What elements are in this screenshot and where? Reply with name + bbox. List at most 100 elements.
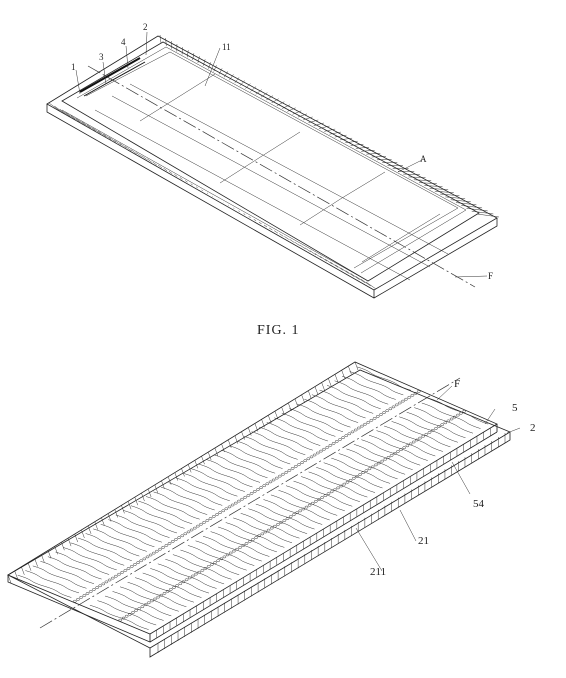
hatched-bands: [48, 34, 500, 290]
fiber-strand: [263, 499, 323, 525]
hatch-mark: [289, 239, 295, 243]
perforation-hole: [459, 411, 463, 415]
perforation-hole: [443, 421, 448, 425]
fiber-strand: [191, 468, 245, 492]
edge-tick: [114, 509, 119, 518]
perforation-hole: [124, 614, 129, 618]
perforation-hole: [213, 561, 217, 564]
perforation-hole: [180, 534, 185, 538]
hatch-mark: [187, 50, 189, 58]
fiber-strand: [145, 496, 200, 520]
hatch-mark: [274, 230, 279, 234]
perforation-hole: [293, 465, 298, 468]
perforation-hole: [281, 472, 285, 476]
perforation-hole: [440, 423, 444, 427]
edge-tick: [301, 394, 305, 403]
perforation-hole: [319, 449, 323, 453]
hatch-mark: [181, 47, 183, 55]
fiber-strand: [338, 453, 398, 480]
perforation-hole: [235, 547, 239, 551]
hatch-mark: [255, 89, 262, 95]
fiber-strand: [55, 551, 110, 575]
perforation-rows: [73, 390, 467, 622]
fiber-strand: [316, 467, 376, 493]
perforation-hole: [140, 605, 145, 609]
perforation-hole: [183, 532, 188, 536]
perforation-hole: [165, 589, 170, 593]
hatch-mark: [54, 105, 66, 115]
perforation-hole: [191, 574, 195, 578]
hatch-mark: [197, 56, 200, 64]
edge-tick: [14, 570, 18, 579]
perforation-hole: [350, 430, 355, 434]
perforation-hole: [127, 612, 132, 616]
perforation-hole: [151, 551, 156, 555]
hatch-mark: [152, 161, 158, 166]
edge-tick: [54, 546, 58, 555]
hatch-mark: [114, 139, 122, 146]
figure-2-drawing: [7, 361, 521, 658]
fiber-strand: [255, 503, 315, 530]
perforation-hole: [427, 431, 432, 434]
perforation-hole: [225, 553, 230, 557]
perforation-hole: [366, 420, 371, 424]
perforation-hole: [156, 595, 161, 599]
fig2-label-2: 2: [530, 422, 536, 434]
hatch-mark: [212, 195, 214, 197]
hatch-mark: [213, 65, 217, 72]
figure-1-drawing: [46, 31, 500, 299]
perforation-hole: [132, 563, 137, 566]
perforation-hole: [388, 407, 393, 411]
hatch-mark: [419, 182, 437, 184]
perforation-hole: [192, 526, 197, 530]
edge-tick: [101, 517, 105, 526]
perforation-hole: [347, 432, 352, 436]
perforation-hole: [332, 488, 337, 492]
edge-tick: [94, 521, 98, 530]
hatch-mark: [350, 143, 364, 146]
perforation-hole: [170, 540, 175, 543]
edge-tick: [47, 550, 52, 559]
hatch-mark: [103, 133, 112, 140]
fiber-strand: [281, 412, 336, 437]
perforation-hole: [331, 442, 336, 445]
fig2-label-54: 54: [473, 498, 485, 510]
hatch-mark: [330, 261, 338, 268]
perforation-hole: [95, 586, 99, 590]
perforation-hole: [279, 521, 284, 524]
hatch-mark: [303, 116, 313, 121]
wave-pattern: [17, 366, 489, 630]
perforation-hole: [344, 434, 349, 438]
fig1-label-4: 4: [121, 37, 126, 47]
perforation-hole: [167, 542, 172, 545]
hatch-mark: [59, 108, 71, 117]
hatch-mark: [87, 124, 96, 132]
fiber-strand: [304, 399, 359, 423]
perforation-hole: [232, 549, 236, 553]
perforation-hole: [218, 511, 222, 515]
fiber-strand: [225, 522, 285, 548]
fiber-strand: [308, 471, 368, 498]
edge-tick: [354, 361, 359, 371]
hatch-mark: [360, 278, 371, 287]
edge-tick: [261, 419, 265, 428]
perforation-hole: [348, 478, 353, 482]
fiber-strand: [248, 508, 308, 534]
perforation-hole: [159, 593, 164, 597]
perforation-hole: [271, 478, 276, 482]
perforation-hole: [383, 457, 388, 461]
hatch-mark: [119, 143, 127, 149]
perforation-hole: [456, 413, 460, 417]
fiber-strand: [172, 554, 232, 580]
perforation-hole: [268, 480, 273, 484]
fiber-strand: [130, 505, 185, 529]
perforation-hole: [173, 538, 178, 541]
perforation-hole: [254, 536, 258, 540]
hatch-mark: [233, 207, 235, 209]
hatch-mark: [239, 80, 245, 86]
hatch-mark: [65, 112, 76, 120]
fig1-label-F: F: [488, 271, 493, 281]
hatch-mark: [163, 167, 168, 172]
perforation-hole: [355, 475, 359, 478]
perforation-hole: [263, 530, 268, 534]
